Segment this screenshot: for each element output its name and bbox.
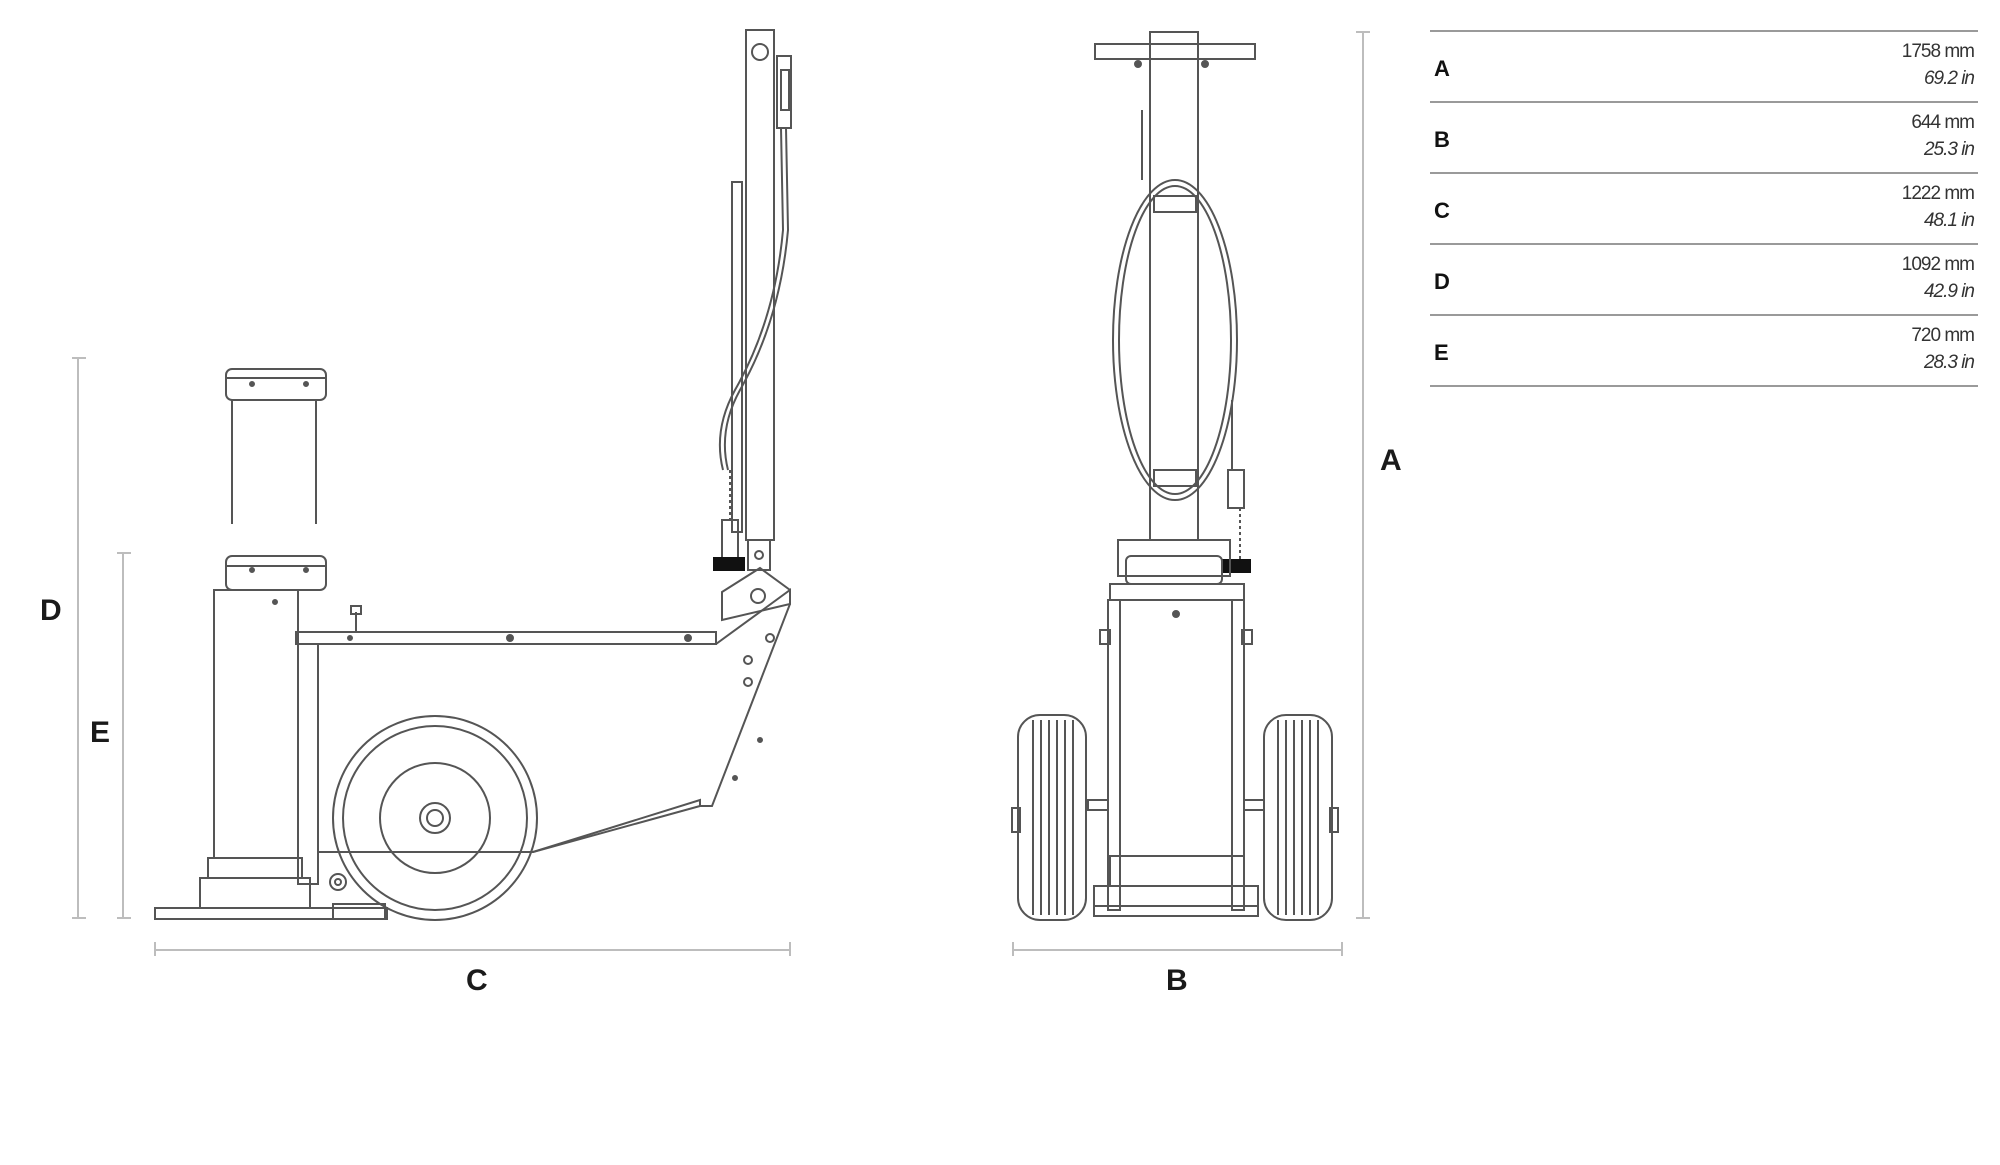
dimension-label-d: D	[40, 594, 62, 627]
spec-value-in: 69.2 in	[1923, 68, 1975, 89]
spec-label: A	[1434, 56, 1450, 81]
spec-label: D	[1434, 269, 1450, 294]
spec-label: E	[1434, 340, 1449, 365]
dimension-label-a: A	[1380, 444, 1402, 477]
spec-value-mm: 1222 mm	[1901, 183, 1975, 204]
dimension-label-b: B	[1166, 964, 1188, 997]
spec-label: B	[1434, 127, 1450, 152]
dimension-spec-table: A 1758 mm 69.2 in B 644 mm 25.3 in C 122…	[1430, 30, 1978, 387]
dimension-label-c: C	[466, 964, 488, 997]
spec-row-c: C 1222 mm 48.1 in	[1430, 174, 1978, 245]
spec-value-mm: 1758 mm	[1901, 41, 1975, 62]
dimension-label-e: E	[90, 716, 111, 749]
side-view-jack	[154, 29, 792, 921]
spec-value-in: 42.9 in	[1923, 281, 1975, 302]
dimension-lines	[72, 31, 1370, 956]
spec-value-mm: 644 mm	[1911, 112, 1975, 133]
spec-value-mm: 720 mm	[1911, 325, 1975, 346]
spec-row-d: D 1092 mm 42.9 in	[1430, 245, 1978, 316]
spec-row-e: E 720 mm 28.3 in	[1430, 316, 1978, 387]
spec-row-b: B 644 mm 25.3 in	[1430, 103, 1978, 174]
spec-value-in: 28.3 in	[1923, 352, 1975, 373]
spec-value-mm: 1092 mm	[1901, 254, 1975, 275]
spec-label: C	[1434, 198, 1450, 223]
spec-row-a: A 1758 mm 69.2 in	[1430, 32, 1978, 103]
front-view-jack	[1011, 31, 1339, 921]
spec-value-in: 25.3 in	[1923, 139, 1975, 160]
spec-value-in: 48.1 in	[1923, 210, 1975, 231]
